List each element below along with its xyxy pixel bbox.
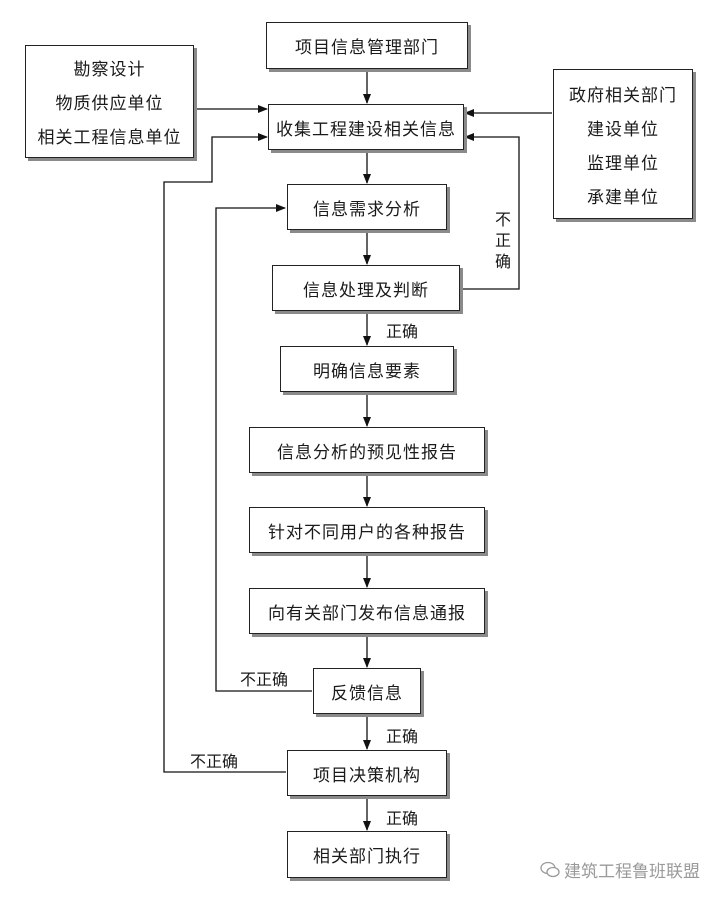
left-source-1: 勘察设计 (73, 60, 146, 80)
wechat-icon (540, 861, 560, 877)
box-left-sources: 勘察设计 物质供应单位 相关工程信息单位 (25, 45, 194, 158)
watermark-text: 建筑工程鲁班联盟 (564, 862, 700, 882)
loop-decision-incorrect (163, 133, 286, 773)
node-demand-analysis: 信息需求分析 (287, 184, 447, 230)
label-correct-process: 正确 (386, 322, 419, 341)
node-user-reports: 针对不同用户的各种报告 (249, 507, 485, 553)
label-correct-decision: 正确 (386, 809, 419, 828)
label-incorrect-char-1: 不 (494, 210, 511, 229)
node-dept-execute: 相关部门执行 (287, 831, 447, 878)
node-publish-bulletin: 向有关部门发布信息通报 (249, 588, 485, 634)
loop-feedback-incorrect (215, 204, 312, 692)
label-incorrect-char-3: 确 (494, 252, 511, 271)
node-decision-body: 项目决策机构 (287, 750, 447, 796)
label-incorrect-decision: 不正确 (190, 752, 239, 771)
node-info-elements: 明确信息要素 (280, 346, 454, 392)
right-source-1: 政府相关部门 (569, 85, 677, 106)
right-source-3: 监理单位 (587, 153, 659, 174)
label-incorrect-process: 不 正 确 (494, 209, 512, 272)
node-collect-info: 收集工程建设相关信息 (268, 104, 464, 150)
node-forecast-report: 信息分析的预见性报告 (249, 427, 485, 473)
node-info-management-dept: 项目信息管理部门 (266, 22, 468, 69)
node-feedback-info: 反馈信息 (313, 668, 421, 714)
loop-process-incorrect (461, 133, 520, 290)
left-source-3: 相关工程信息单位 (37, 128, 182, 148)
left-source-2: 物质供应单位 (55, 94, 164, 114)
label-incorrect-feedback: 不正确 (240, 670, 289, 689)
right-source-4: 承建单位 (587, 187, 659, 208)
node-process-judge: 信息处理及判断 (272, 265, 460, 311)
label-incorrect-char-2: 正 (494, 231, 511, 250)
right-source-2: 建设单位 (587, 119, 659, 140)
label-correct-feedback: 正确 (386, 727, 419, 746)
box-right-sources: 政府相关部门 建设单位 监理单位 承建单位 (553, 69, 693, 219)
watermark: 建筑工程鲁班联盟 (540, 857, 700, 882)
